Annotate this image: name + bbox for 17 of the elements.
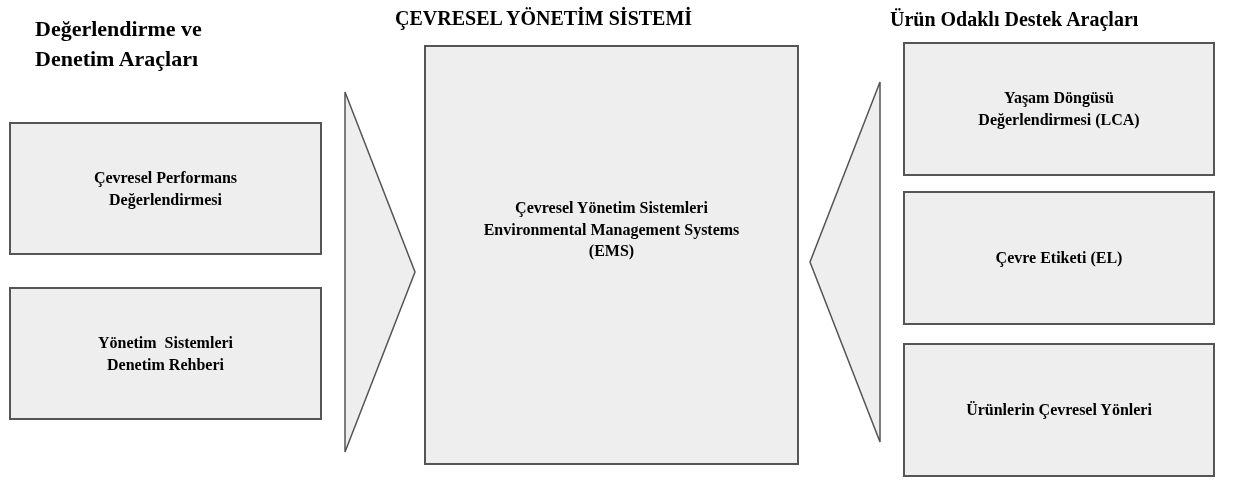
process-box [9, 287, 322, 420]
box-text: Yaşam Döngüsü Değerlendirmesi (LCA) [977, 88, 1141, 131]
box-text: Ürünlerin Çevresel Yönleri [966, 400, 1152, 421]
column-heading: Değerlendirme ve Denetim Araçları [35, 15, 203, 73]
process-box [903, 191, 1215, 325]
process-box [903, 343, 1215, 477]
process-box [9, 122, 322, 255]
box-text: Çevresel Yönetim Sistemleri Environmental Management Systems (EMS) [482, 198, 741, 262]
process-box [903, 42, 1215, 176]
process-box [424, 45, 799, 465]
chevron-arrow [344, 91, 416, 453]
box-text: Çevre Etiketi (EL) [995, 248, 1123, 269]
section-heading: ÇEVRESEL YÖNETİM SİSTEMİ [395, 7, 693, 30]
box-text: Çevresel Performans Değerlendirmesi [92, 167, 239, 211]
column-heading: Ürün Odaklı Destek Araçları [890, 7, 1140, 31]
chevron-arrow [809, 81, 881, 443]
box-text: Yönetim Sistemleri Denetim Rehberi [96, 332, 235, 375]
